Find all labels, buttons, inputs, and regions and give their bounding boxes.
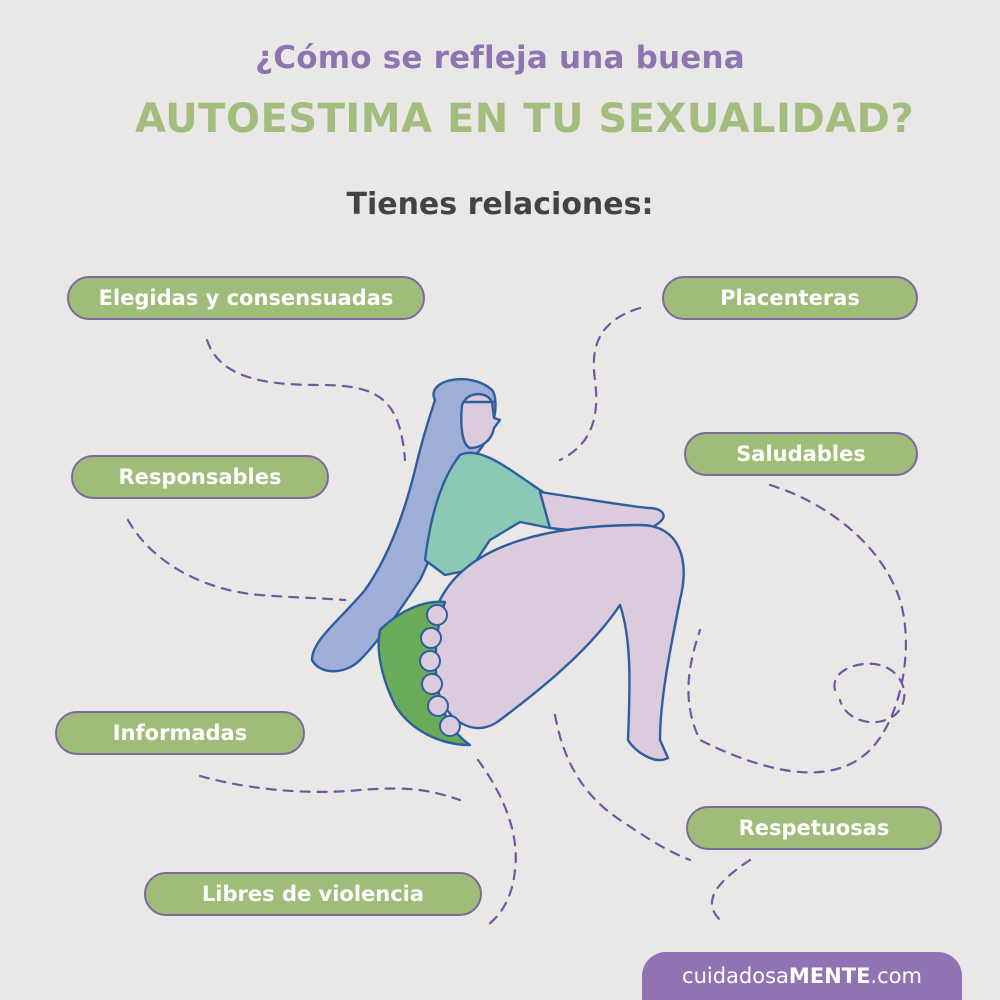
title-line-2: AUTOESTIMA EN TU SEXUALIDAD? bbox=[135, 96, 915, 142]
dashed-line bbox=[558, 306, 642, 462]
brand-emphasis: MENTE bbox=[788, 964, 871, 988]
underwear bbox=[377, 600, 472, 747]
brand-suffix: .com bbox=[870, 964, 922, 988]
hair bbox=[310, 377, 497, 673]
dashed-line bbox=[710, 858, 752, 922]
item-respetuosas: Respetuosas bbox=[686, 806, 942, 850]
item-responsables: Responsables bbox=[71, 455, 329, 499]
item-libres-de-violencia: Libres de violencia bbox=[144, 872, 482, 916]
woman-figure bbox=[310, 377, 685, 762]
brand-prefix: cuidadosa bbox=[682, 964, 789, 988]
leg-front bbox=[432, 523, 685, 762]
item-informadas: Informadas bbox=[55, 711, 305, 755]
dashed-line bbox=[198, 774, 462, 802]
dashed-line bbox=[126, 518, 347, 602]
dashed-line bbox=[687, 483, 907, 774]
item-saludables: Saludables bbox=[684, 432, 918, 476]
subtitle: Tienes relaciones: bbox=[346, 187, 654, 222]
item-placenteras: Placenteras bbox=[662, 276, 918, 320]
dashed-line bbox=[205, 338, 407, 462]
dashed-line bbox=[553, 713, 692, 862]
face bbox=[460, 392, 502, 450]
dashed-line bbox=[476, 758, 517, 927]
title-line-1: ¿Cómo se refleja una buena bbox=[255, 40, 745, 76]
dashed-line bbox=[833, 662, 906, 724]
shirt bbox=[423, 451, 558, 577]
item-elegidas: Elegidas y consensuadas bbox=[67, 276, 425, 320]
